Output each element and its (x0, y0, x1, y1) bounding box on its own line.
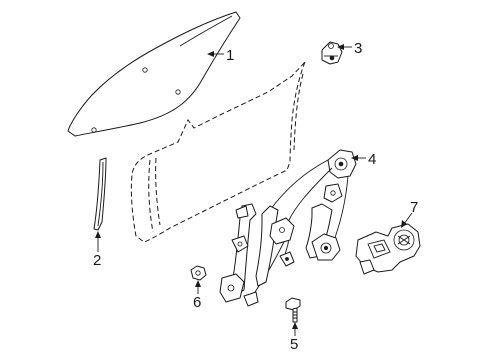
door-glass (67, 11, 241, 137)
callout-7: 7 (410, 199, 418, 216)
upper-clip (321, 41, 343, 65)
door-outline-dashed (130, 61, 306, 243)
nut (190, 265, 207, 281)
callout-6: 6 (193, 294, 201, 311)
bolt (285, 297, 301, 323)
callout-5: 5 (290, 336, 298, 353)
window-motor (355, 223, 421, 275)
callout-4: 4 (368, 151, 376, 168)
glass-run-channel (93, 157, 107, 231)
window-regulator (219, 149, 357, 307)
leader-lines (95, 44, 413, 336)
callout-2: 2 (93, 252, 101, 269)
callout-1: 1 (226, 47, 234, 64)
callout-3: 3 (354, 40, 362, 57)
